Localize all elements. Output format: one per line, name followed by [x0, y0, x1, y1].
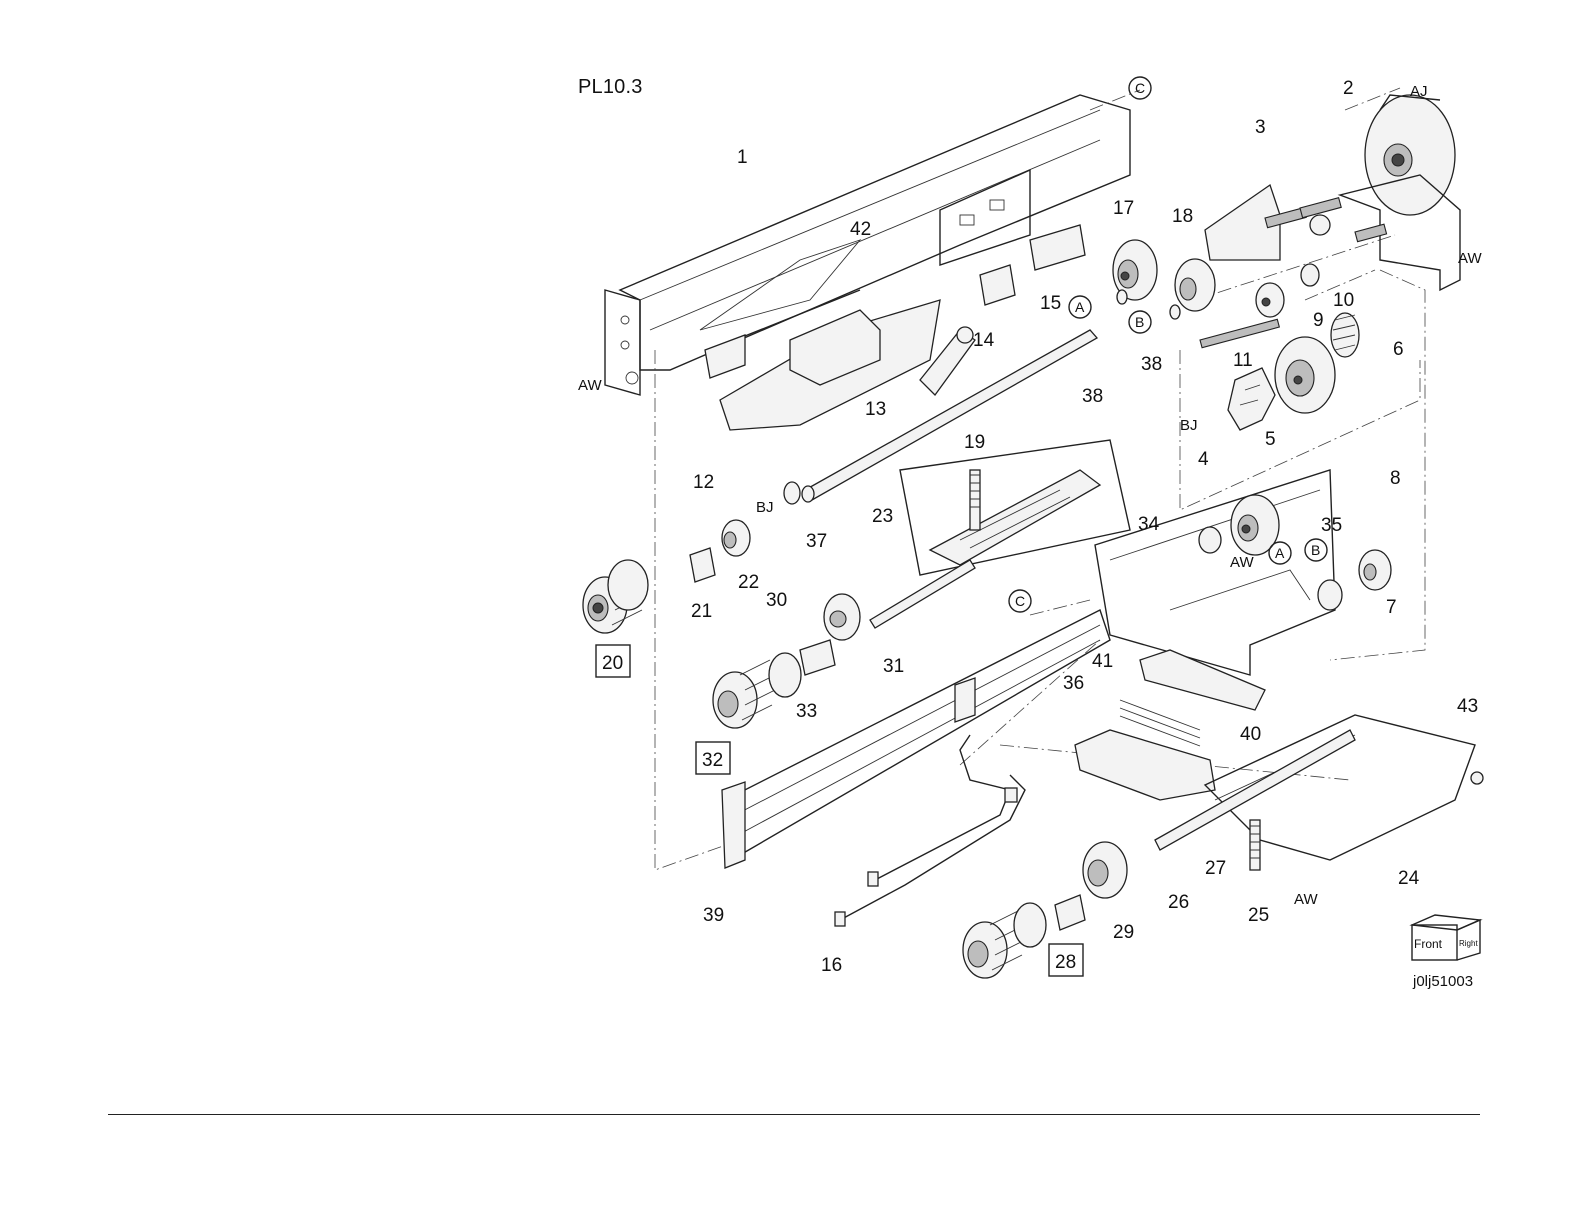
circled-ref-a-mid: A	[1275, 545, 1285, 561]
connector-aw-bottom: AW	[1294, 891, 1318, 908]
callout-1: 1	[737, 147, 748, 168]
callout-12: 12	[693, 472, 714, 493]
connector-aw-mid: AW	[1230, 554, 1254, 571]
circled-refs: C A B A B C	[1009, 77, 1327, 612]
callout-22: 22	[738, 572, 759, 593]
callout-17: 17	[1113, 198, 1134, 219]
right-middle-frame	[1095, 470, 1391, 675]
circled-ref-a-top: A	[1075, 299, 1085, 315]
callout-39: 39	[703, 905, 724, 926]
connector-aj: AJ	[1410, 83, 1428, 100]
callout-labels: 1 2 3 4 5 6 7 8 9 10 11 12 13 14 15 16 1…	[691, 78, 1478, 976]
callout-34: 34	[1138, 514, 1160, 535]
wire-harness-part-16	[835, 735, 1025, 926]
orientation-right-label: Right	[1459, 939, 1478, 948]
callout-25: 25	[1248, 905, 1269, 926]
bracket-part-3	[1205, 185, 1341, 260]
callout-27: 27	[1205, 858, 1226, 879]
motor-part-2	[1365, 95, 1455, 215]
callout-11: 11	[1233, 350, 1253, 371]
callout-9: 9	[1313, 310, 1324, 331]
callout-38a: 38	[1082, 386, 1103, 407]
shaft-part-31	[824, 560, 975, 640]
callout-41: 41	[1092, 651, 1113, 672]
boxed-callout-20: 20	[602, 653, 623, 674]
circled-ref-b-mid: B	[1311, 542, 1320, 558]
callout-31: 31	[883, 656, 904, 677]
footer-divider	[108, 1114, 1480, 1115]
orientation-front-label: Front	[1414, 937, 1443, 951]
callout-13: 13	[865, 399, 886, 420]
callout-14: 14	[973, 330, 995, 351]
callout-21: 21	[691, 601, 712, 622]
callout-23: 23	[872, 506, 893, 527]
callout-2: 2	[1343, 78, 1354, 99]
callout-30: 30	[766, 590, 787, 611]
lower-lever-parts	[1075, 650, 1265, 800]
callout-6: 6	[1393, 339, 1404, 360]
circled-ref-c-mid: C	[1015, 593, 1025, 609]
callout-33: 33	[796, 701, 817, 722]
callout-15: 15	[1040, 293, 1061, 314]
circled-ref-c-top: C	[1135, 80, 1145, 96]
figure-id: j0lj51003	[1412, 973, 1473, 990]
callout-5: 5	[1265, 429, 1276, 450]
boxed-callout-32: 32	[702, 750, 723, 771]
connector-bj-left: BJ	[756, 499, 774, 516]
callout-38b: 38	[1141, 354, 1162, 375]
callout-16: 16	[821, 955, 842, 976]
callout-19: 19	[964, 432, 985, 453]
middle-assembly	[900, 440, 1130, 575]
callout-4: 4	[1198, 449, 1209, 470]
callout-42: 42	[850, 219, 871, 240]
bottom-rail-part-39	[722, 610, 1110, 868]
callout-7: 7	[1386, 597, 1397, 618]
callout-24: 24	[1398, 868, 1420, 889]
connector-aw-right: AW	[1458, 250, 1482, 267]
orientation-cube: Front Right	[1412, 915, 1480, 960]
callout-3: 3	[1255, 117, 1266, 138]
connector-bj-upper: BJ	[1180, 417, 1198, 434]
callout-26: 26	[1168, 892, 1189, 913]
gear-train-upper	[1113, 240, 1359, 430]
callout-35: 35	[1321, 515, 1342, 536]
callout-10: 10	[1333, 290, 1354, 311]
circled-ref-b-top: B	[1135, 314, 1144, 330]
callout-43: 43	[1457, 696, 1478, 717]
callout-36: 36	[1063, 673, 1084, 694]
callout-29: 29	[1113, 922, 1134, 943]
boxed-callout-28: 28	[1055, 952, 1076, 973]
upper-guide-parts	[705, 225, 1085, 430]
connector-aw-left: AW	[578, 377, 602, 394]
callout-40: 40	[1240, 724, 1261, 745]
callout-37: 37	[806, 531, 827, 552]
callout-8: 8	[1390, 468, 1401, 489]
callout-18: 18	[1172, 206, 1193, 227]
